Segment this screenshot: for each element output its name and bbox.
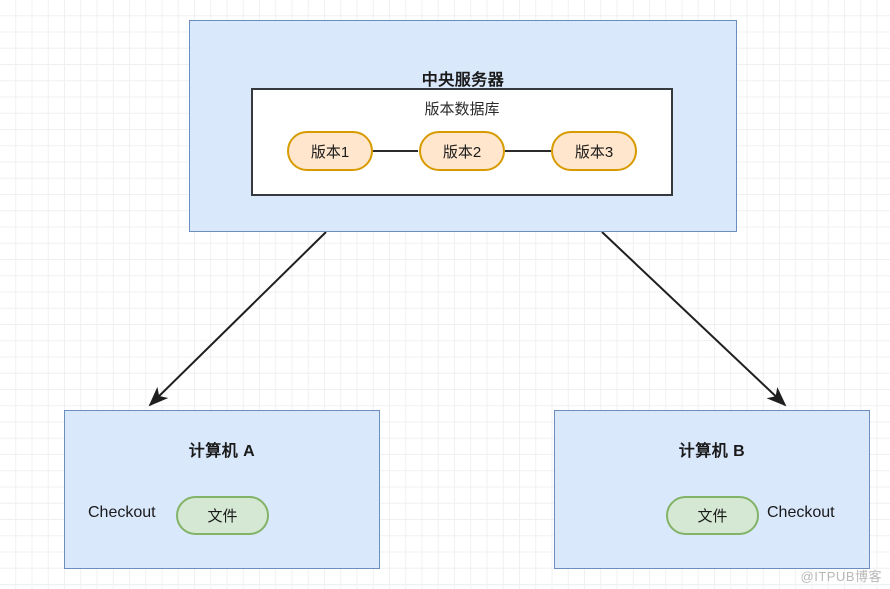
- client-b-title: 计算机 B: [678, 443, 746, 460]
- client-b-file-label: 文件: [697, 508, 728, 525]
- client-a-box[interactable]: 计算机 A Checkout 文件: [64, 410, 380, 569]
- connector-version1-version2: [372, 150, 418, 152]
- version-node-3-label: 版本3: [574, 143, 614, 161]
- client-a-file-label: 文件: [207, 508, 238, 525]
- arrow-server-to-client-b: [601, 231, 787, 407]
- version-node-1[interactable]: 版本1: [287, 131, 373, 171]
- client-b-box[interactable]: 计算机 B 文件 Checkout: [554, 410, 870, 569]
- watermark: @ITPUB博客: [800, 569, 882, 584]
- client-a-title: 计算机 A: [188, 443, 256, 460]
- version-database-label: 版本数据库: [424, 101, 500, 118]
- connector-version2-version3: [505, 150, 551, 152]
- central-server-box[interactable]: 中央服务器 版本数据库 版本1 版本2 版本3: [189, 20, 737, 232]
- client-a-file-node[interactable]: 文件: [176, 496, 269, 535]
- version-node-1-label: 版本1: [310, 143, 350, 161]
- version-database-box[interactable]: 版本数据库 版本1 版本2 版本3: [251, 88, 673, 196]
- version-node-2[interactable]: 版本2: [419, 131, 505, 171]
- client-b-file-node[interactable]: 文件: [666, 496, 759, 535]
- arrow-server-to-client-a: [148, 231, 327, 407]
- client-a-checkout-label: Checkout: [88, 504, 156, 521]
- central-server-title: 中央服务器: [421, 72, 505, 89]
- version-node-2-label: 版本2: [442, 143, 482, 161]
- client-b-checkout-label: Checkout: [767, 504, 835, 521]
- version-node-3[interactable]: 版本3: [551, 131, 637, 171]
